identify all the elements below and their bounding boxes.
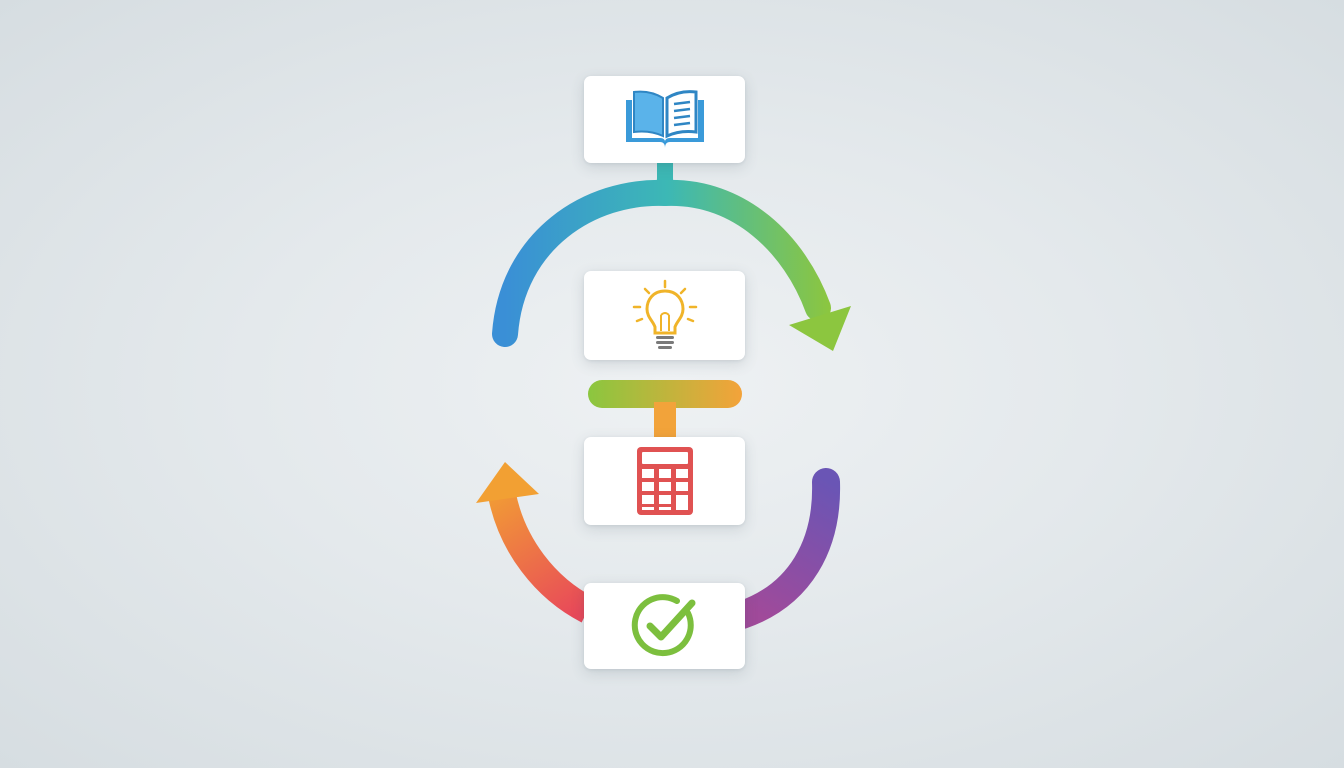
- connector-tbar-stem: [654, 402, 676, 440]
- connector-top-arc: [492, 179, 831, 347]
- connector-read-to-idea: [492, 152, 851, 351]
- calculator-icon: [635, 445, 695, 517]
- connector-left-arc: [488, 491, 595, 623]
- connector-right-arc: [728, 468, 841, 629]
- connector-tbar: [588, 380, 742, 408]
- arrowhead-up: [476, 462, 539, 503]
- connector-verify-to-read: [476, 462, 595, 623]
- step-card-read: [584, 76, 745, 163]
- check-circle-icon: [630, 591, 700, 661]
- arrowhead-right: [789, 306, 851, 351]
- step-card-idea: [584, 271, 745, 360]
- open-book-icon: [622, 88, 708, 152]
- step-card-verify: [584, 583, 745, 669]
- step-card-calculate: [584, 437, 745, 525]
- lightbulb-icon: [628, 279, 702, 353]
- connector-calculate-to-verify: [728, 468, 841, 629]
- connector-idea-to-calculate: [588, 380, 742, 440]
